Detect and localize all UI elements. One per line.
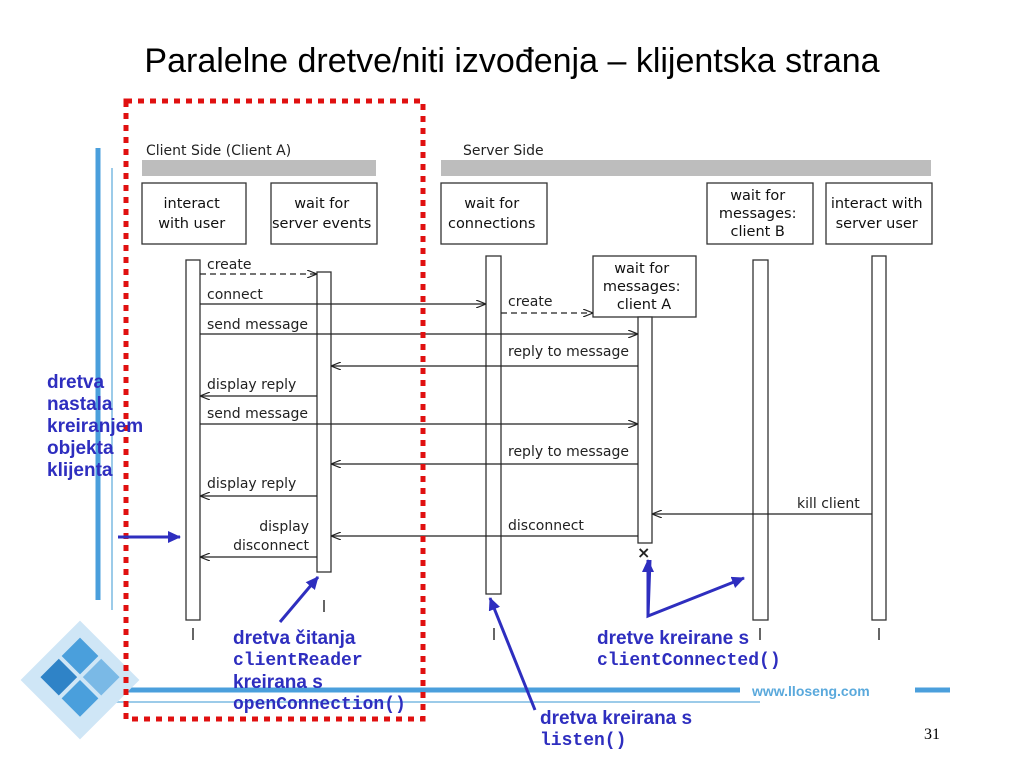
- box-wait-for-server-events: [270, 182, 378, 245]
- annotation-line: klijenta: [47, 460, 113, 481]
- activation-client-a-handler: [637, 316, 653, 544]
- msg-label: disconnect: [233, 538, 309, 554]
- annotation-line: dretva kreirana s: [540, 708, 693, 729]
- box-text: connections: [448, 216, 535, 232]
- annotation-listen-thread: dretva kreirana s listen(): [540, 708, 692, 752]
- box-text: wait for: [294, 196, 349, 212]
- activation-client-reader: [316, 271, 332, 573]
- box-text: server user: [836, 216, 918, 232]
- box-text: messages:: [719, 206, 797, 222]
- msg-label: display reply: [207, 476, 296, 492]
- annotation-connected-threads: dretve kreirane s clientConnected(): [597, 628, 781, 672]
- annotation-line: objekta: [47, 438, 114, 459]
- msg-label: kill client: [797, 496, 860, 512]
- msg-label: connect: [207, 287, 263, 303]
- msg-label: disconnect: [508, 518, 584, 534]
- annotation-client-thread: dretva nastala kreiranjem objekta klijen…: [47, 372, 143, 482]
- svg-text:interact with user wai: interact with user wait for server event…: [158, 188, 927, 313]
- server-side-header: Server Side: [463, 143, 544, 159]
- website-url: www.lloseng.com: [752, 683, 870, 699]
- msg-label: create: [508, 294, 552, 310]
- msg-label: reply to message: [508, 344, 629, 360]
- box-text: interact with: [831, 196, 923, 212]
- annotation-line: dretve kreirane s: [597, 628, 750, 649]
- box-text: wait for: [730, 188, 785, 204]
- msg-label: send message: [207, 406, 308, 422]
- annotation-line: dretva: [47, 372, 105, 393]
- annotation-reader-thread: dretva čitanja clientReader kreirana s o…: [233, 628, 406, 716]
- slide-title: Paralelne dretve/niti izvođenja – klijen…: [144, 42, 880, 80]
- activation-wait-for-connections: [485, 255, 502, 595]
- client-side-header: Client Side (Client A): [146, 143, 291, 159]
- box-interact-with-user: [141, 182, 247, 245]
- destroy-x-icon: ×: [637, 543, 650, 562]
- box-text: with user: [158, 216, 225, 232]
- msg-label: send message: [207, 317, 308, 333]
- box-interact-with-server-user: [825, 182, 933, 245]
- arrow-reader-annotation: [278, 576, 320, 623]
- box-text: interact: [164, 196, 221, 212]
- activation-server-user: [871, 255, 887, 621]
- arrow-listen-annotation: [488, 597, 537, 711]
- box-text: wait for: [464, 196, 519, 212]
- activation-interact-with-user: [185, 259, 201, 621]
- box-text: client A: [617, 297, 671, 313]
- annotation-code: clientReader: [233, 651, 363, 671]
- annotation-code: openConnection(): [233, 695, 406, 715]
- box-text: messages:: [603, 279, 681, 295]
- box-wait-for-messages-client-a: [592, 255, 697, 318]
- server-side-bar: [441, 160, 931, 176]
- box-wait-for-messages-client-b: [706, 182, 814, 245]
- annotation-code: listen(): [540, 731, 627, 751]
- annotation-line: nastala: [47, 394, 113, 415]
- msg-label: display reply: [207, 377, 296, 393]
- msg-label: display: [259, 519, 309, 535]
- box-text: client B: [731, 224, 785, 240]
- box-text: wait for: [614, 261, 669, 277]
- annotation-line: kreirana s: [233, 672, 323, 693]
- page-number: 31: [924, 726, 940, 743]
- box-wait-for-connections: [440, 182, 548, 245]
- annotation-line: kreiranjem: [47, 416, 144, 437]
- msg-label: create: [207, 257, 251, 273]
- activation-client-b-handler: [752, 259, 769, 621]
- box-text: server events: [272, 216, 371, 232]
- msg-label: reply to message: [508, 444, 629, 460]
- arrow-connected-annotation: [646, 559, 745, 619]
- annotation-code: clientConnected(): [597, 651, 781, 671]
- annotation-line: dretva čitanja: [233, 628, 356, 649]
- client-side-bar: [142, 160, 376, 176]
- client-thread-highlight: [123, 98, 426, 722]
